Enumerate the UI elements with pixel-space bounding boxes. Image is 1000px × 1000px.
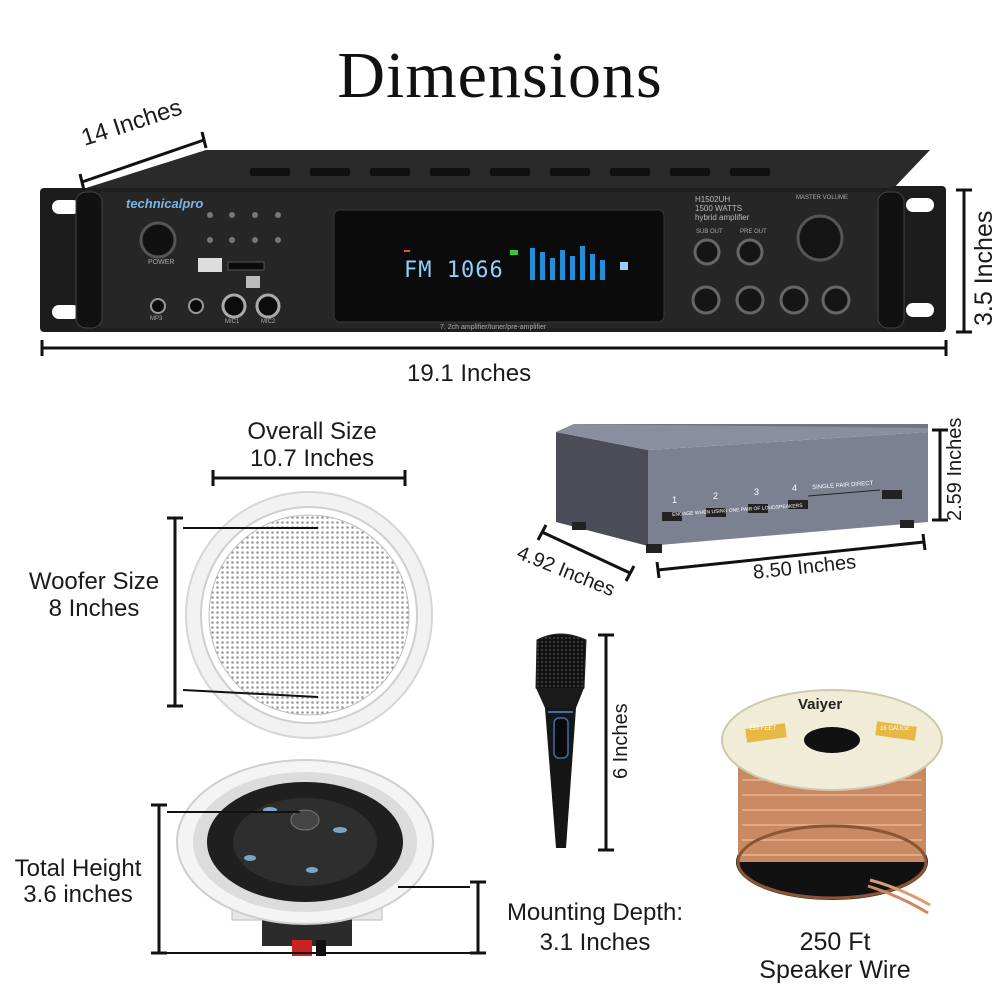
amp-mp3-label: MP3 (150, 316, 163, 322)
selector-button-label-4: 4 (792, 483, 798, 493)
amp-master-volume-label: MASTER VOLUME (796, 195, 849, 201)
amp-model-line1: H1502UH (695, 195, 731, 204)
mounting-depth-label: Mounting Depth: 3.1 Inches (490, 898, 700, 958)
amp-model-block: H1502UH 1500 WATTS hybrid amplifier (695, 195, 749, 222)
total-height-line1: Total Height (14, 855, 142, 882)
total-height-line2: 3.6 inches (23, 881, 133, 908)
total-height-label: Total Height 3.6 inches (2, 856, 154, 908)
mounting-depth-line1: Mounting Depth: (506, 899, 684, 926)
selector-button-label-1: 1 (672, 495, 678, 505)
amp-mic2-label: MIC2 (261, 319, 276, 325)
woofer-size-line1: Woofer Size (28, 568, 160, 595)
overall-size-line1: Overall Size (247, 418, 377, 445)
page-title: Dimensions (337, 39, 663, 112)
amp-sub-out-label: SUB OUT (696, 229, 723, 235)
overall-size-label: Overall Size 10.7 Inches (212, 418, 412, 472)
wire-badge-right: 16 GAUGE (880, 726, 911, 732)
amp-width-label: 19.1 Inches (407, 360, 532, 387)
wire-caption-line1: 250 Ft (799, 928, 871, 956)
mounting-depth-line2: 3.1 Inches (539, 929, 651, 956)
wire-caption: 250 Ft Speaker Wire (740, 928, 930, 984)
woofer-size-label: Woofer Size 8 Inches (14, 568, 174, 622)
amp-mic1-label: MIC1 (225, 319, 240, 325)
overall-size-line2: 10.7 Inches (249, 445, 375, 472)
selector-button-label-2: 2 (713, 491, 719, 501)
selector-button-label-3: 3 (754, 487, 760, 497)
amp-display-readout: FM 1066 (404, 258, 504, 283)
amp-footer-text: 7. 2ch amplifier/tuner/pre-amplifier (440, 324, 547, 331)
wire-brand-logo: Vaiyer (798, 696, 843, 713)
woofer-size-line2: 8 Inches (48, 595, 140, 622)
wire-badge-left: 250 FEET (749, 726, 777, 732)
amp-brand-logo: technicalpro (126, 196, 204, 211)
wire-caption-line2: Speaker Wire (759, 956, 911, 984)
amp-power-label: POWER (148, 259, 175, 266)
amp-pre-out-label: PRE OUT (740, 229, 767, 235)
amp-model-line2: 1500 WATTS (695, 204, 743, 213)
amp-model-line3: hybrid amplifier (695, 213, 750, 222)
